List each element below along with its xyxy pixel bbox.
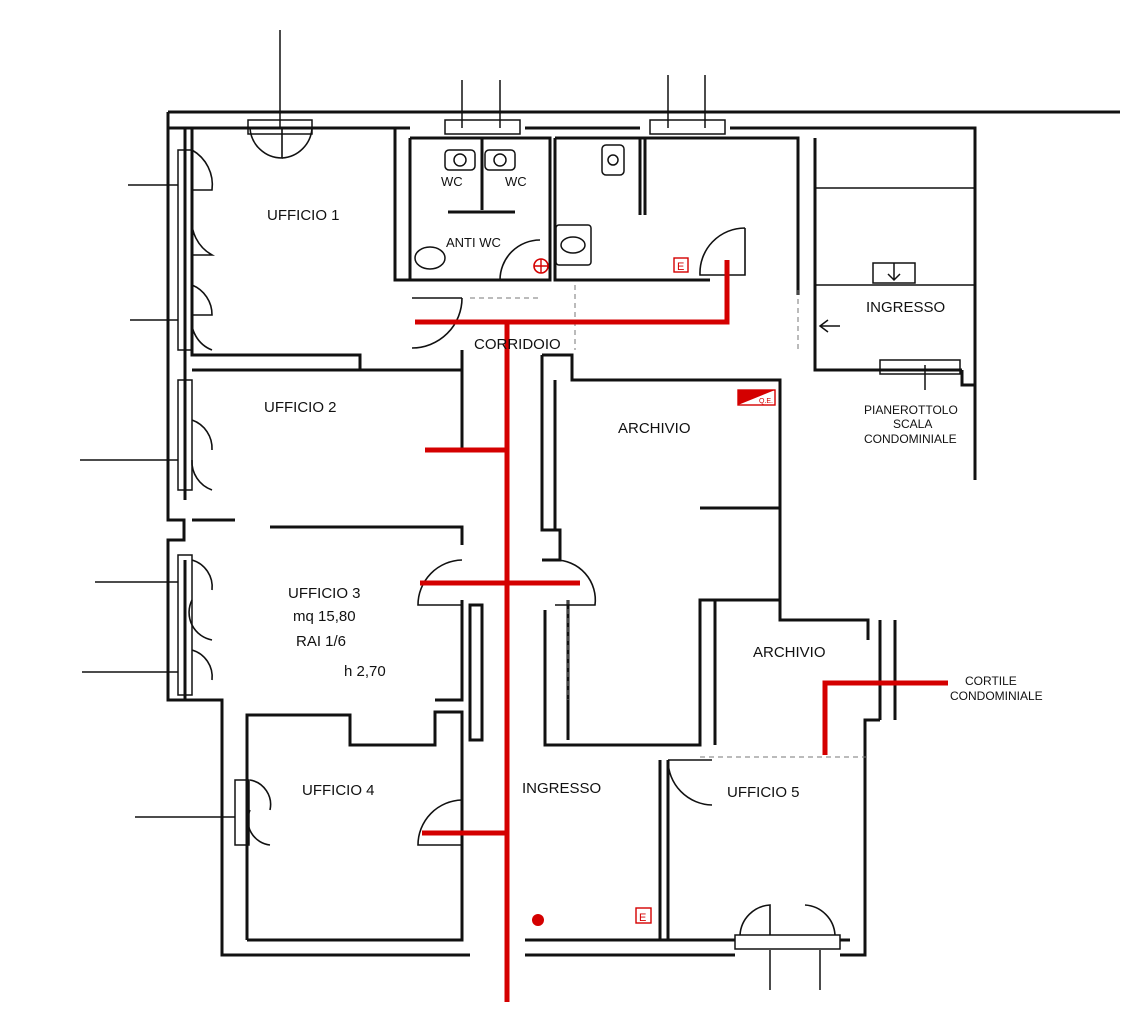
wc-toilet-left-icon xyxy=(444,149,476,171)
door-swings xyxy=(188,127,836,936)
archivio-1-label: ARCHIVIO xyxy=(618,420,691,437)
interior-walls xyxy=(190,128,975,940)
pianerottolo-label-1: PIANEROTTOLO xyxy=(864,403,958,417)
pianerottolo-label-2: SCALA xyxy=(893,417,932,431)
cortile-label-2: CONDOMINIALE xyxy=(950,689,1043,703)
ingresso-top-label: INGRESSO xyxy=(866,299,945,316)
hydrant-dot-icon xyxy=(532,914,544,926)
svg-text:E: E xyxy=(639,912,646,924)
pianerottolo-label-3: CONDOMINIALE xyxy=(864,432,957,446)
emergency-route xyxy=(415,260,948,1002)
sink-icon xyxy=(555,224,592,266)
wc-left-label: WC xyxy=(441,174,463,189)
ufficio-2-label: UFFICIO 2 xyxy=(264,399,337,416)
ufficio-5-label: UFFICIO 5 xyxy=(727,784,800,801)
ufficio-3-label: UFFICIO 3 xyxy=(288,585,361,602)
svg-text:Q.E.: Q.E. xyxy=(759,398,773,405)
anti-wc-label: ANTI WC xyxy=(446,235,501,250)
entry-arrow-icon xyxy=(818,262,916,333)
ufficio-1-label: UFFICIO 1 xyxy=(267,207,340,224)
extinguisher-icon xyxy=(533,258,549,274)
safety-symbols: E Q.E. E xyxy=(532,257,776,926)
exit-sign-top: E xyxy=(673,257,689,273)
room-labels: UFFICIO 1 WC WC ANTI WC INGRESSO CORRIDO… xyxy=(264,174,1043,801)
exit-sign-bottom: E xyxy=(635,907,652,924)
corridoio-label: CORRIDOIO xyxy=(474,336,561,353)
ufficio-3-area: mq 15,80 xyxy=(293,608,356,625)
electrical-panel-icon: Q.E. xyxy=(737,389,776,406)
washbasin-icon xyxy=(414,246,446,270)
window-frames xyxy=(80,30,961,990)
wc-right-label: WC xyxy=(505,174,527,189)
toilet-icon xyxy=(601,144,625,176)
archivio-2-label: ARCHIVIO xyxy=(753,644,826,661)
ufficio-4-label: UFFICIO 4 xyxy=(302,782,375,799)
wc-toilet-right-icon xyxy=(484,149,516,171)
fixtures xyxy=(414,144,916,333)
svg-text:E: E xyxy=(677,261,684,273)
cortile-label-1: CORTILE xyxy=(965,674,1017,688)
ufficio-3-rai: RAI 1/6 xyxy=(296,633,346,650)
ufficio-3-height: h 2,70 xyxy=(344,663,386,680)
outer-walls xyxy=(166,110,1120,957)
ingresso-bottom-label: INGRESSO xyxy=(522,780,601,797)
